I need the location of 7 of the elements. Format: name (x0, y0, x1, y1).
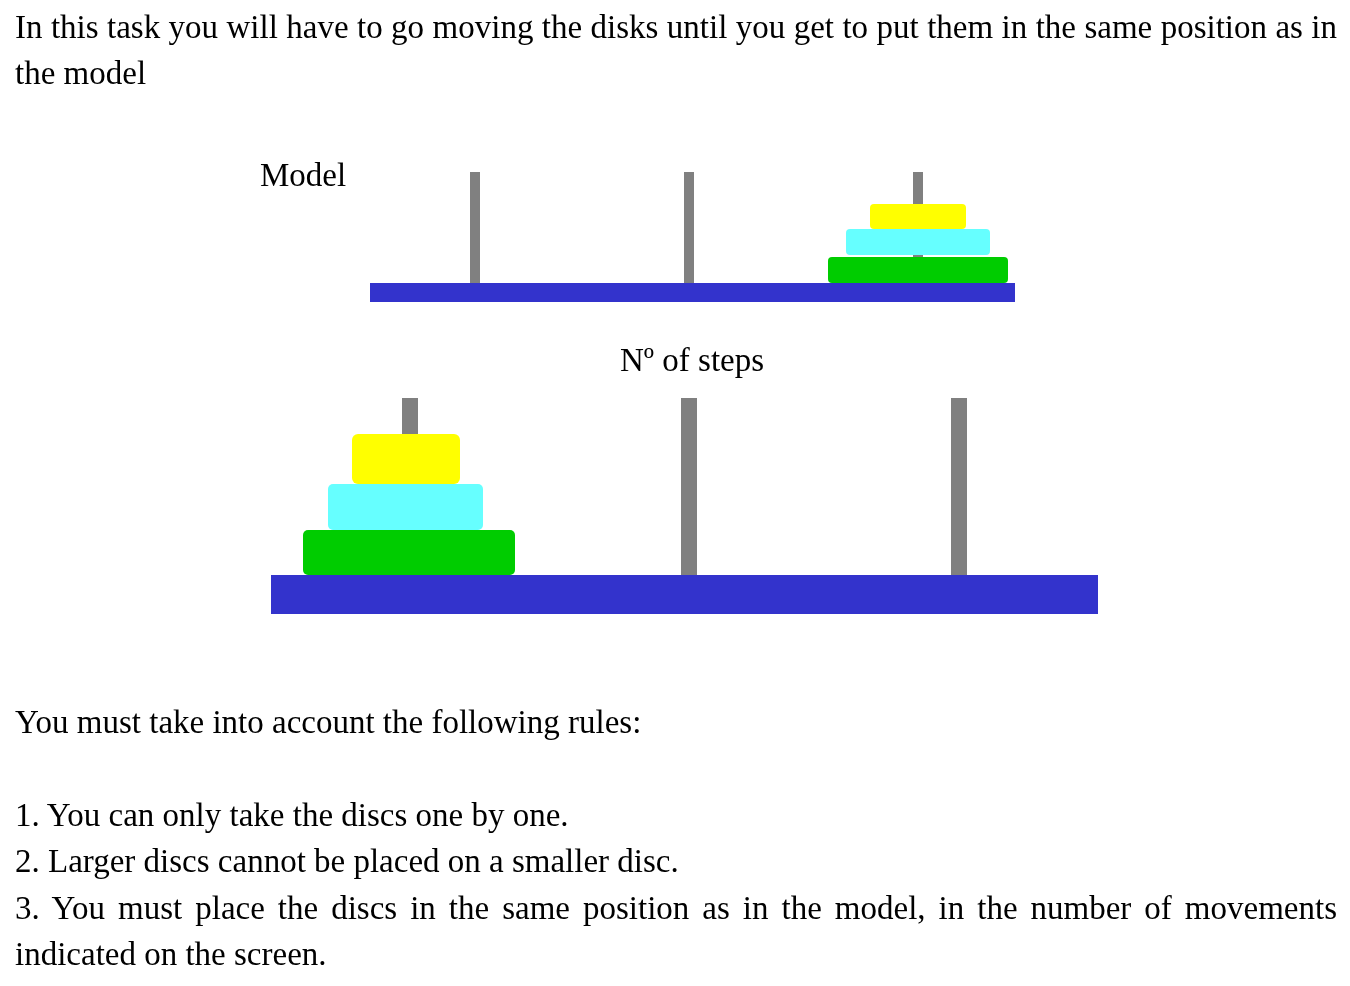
instruction-paragraph: In this task you will have to go moving the disks until you get to put them in the same position as in the model (15, 8, 1337, 93)
model-caption: Model (260, 156, 347, 195)
steps-caption: Nº of steps (620, 341, 765, 380)
rule-item: 1. You can only take the discs one by one. (15, 796, 570, 835)
rule-item: 3. You must place the discs in the same position as in the model, in the number of movements indicated on the screen. (15, 889, 1337, 974)
rule-item: 2. Larger discs cannot be placed on a smaller disc. (15, 842, 680, 881)
rules-heading: You must take into account the following rules: (15, 703, 643, 742)
